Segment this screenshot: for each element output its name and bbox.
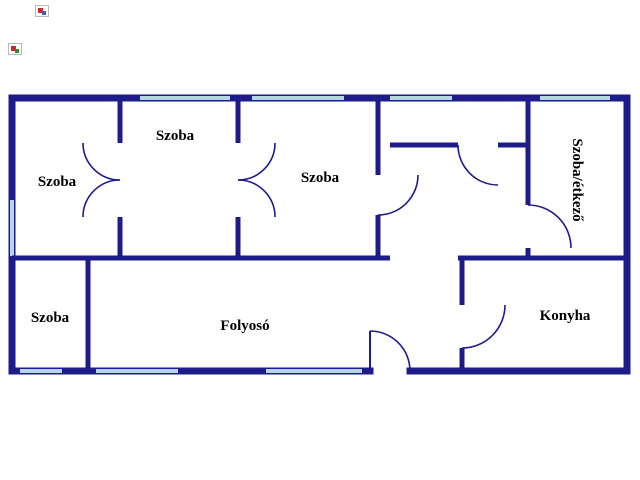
doors — [82, 142, 572, 372]
door-arc — [527, 204, 572, 249]
room-label-konyha: Konyha — [540, 308, 591, 324]
room-label-szoba-left: Szoba — [38, 174, 77, 190]
double-door-arc — [82, 179, 121, 218]
windows — [10, 96, 610, 373]
door-arc — [461, 304, 506, 349]
outer-walls — [8, 94, 631, 375]
artifact-red-dot — [11, 46, 16, 51]
broken-image-icon-2 — [8, 43, 22, 55]
double-door-arc — [237, 142, 276, 181]
room-label-szoba-top-1: Szoba — [156, 128, 195, 144]
room-label-szoba-small: Szoba — [31, 310, 70, 326]
artifact-red-dot — [38, 8, 43, 13]
door-arc — [457, 144, 499, 186]
room-label-szoba-etkezo: Szoba/étkező — [569, 138, 585, 222]
double-door-arc — [82, 142, 121, 181]
artifact-green-dot — [15, 49, 19, 53]
room-labels: Szoba Szoba Szoba Szoba/étkező Szoba Fol… — [31, 128, 591, 334]
broken-image-icon-1 — [35, 5, 49, 17]
room-label-szoba-top-2: Szoba — [301, 170, 340, 186]
entrance-door-arc — [369, 330, 411, 372]
door-arc — [377, 174, 419, 216]
double-door-arc — [237, 179, 276, 218]
room-label-folyoso: Folyosó — [220, 318, 269, 334]
artifact-blue-dot — [42, 11, 46, 15]
interior-walls — [12, 98, 627, 371]
